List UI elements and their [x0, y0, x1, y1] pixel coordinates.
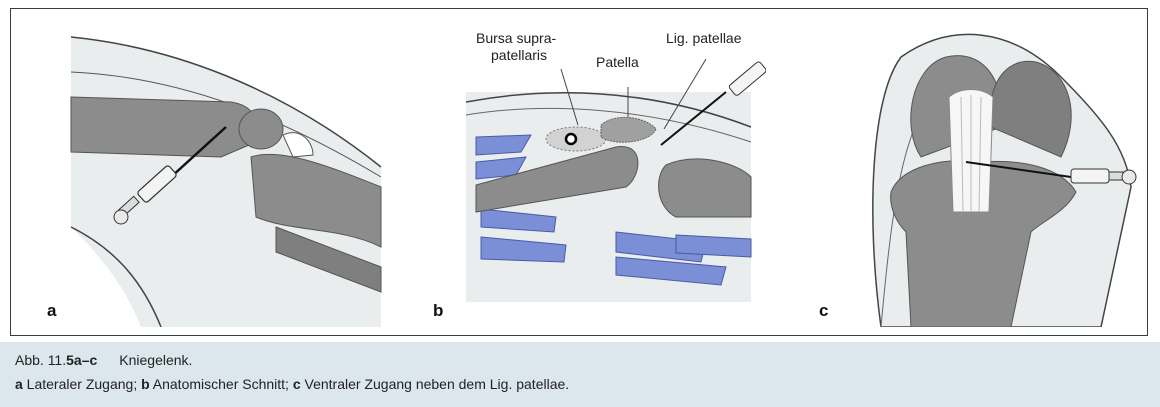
caption-item-a-text: Lateraler Zugang; [23, 376, 141, 392]
panel-b-letter: b [433, 301, 443, 321]
panel-a-letter: a [47, 301, 56, 321]
caption-item-b-letter: b [141, 376, 150, 392]
caption-title-line: Abb. 11.5a–c Kniegelenk. [15, 352, 192, 368]
label-bursa-suprapatellaris-line1: Bursa supra- [476, 31, 556, 46]
figure-frame: a Bursa supra- patellaris Patella [10, 8, 1148, 336]
label-patella: Patella [596, 55, 639, 70]
panel-c-illustration [861, 17, 1160, 327]
caption-title: Kniegelenk. [119, 352, 192, 368]
panel-a-illustration [51, 17, 391, 327]
figure-caption: Abb. 11.5a–c Kniegelenk. a Lateraler Zuga… [0, 342, 1160, 407]
caption-item-b-text: Anatomischer Schnitt; [150, 376, 293, 392]
caption-figure-number: 5a–c [66, 352, 97, 368]
caption-items-line: a Lateraler Zugang; b Anatomischer Schni… [15, 376, 569, 392]
label-lig-patellae: Lig. patellae [666, 31, 742, 46]
caption-item-a-letter: a [15, 376, 23, 392]
panel-c-ventral-approach [861, 17, 1160, 327]
panel-a-lateral-approach [51, 17, 391, 327]
panel-c-letter: c [819, 301, 828, 321]
caption-prefix: Abb. 11. [15, 352, 66, 368]
caption-item-c-text: Ventraler Zugang neben dem Lig. patellae… [301, 376, 570, 392]
label-bursa-suprapatellaris-line2: patellaris [491, 48, 547, 63]
caption-item-c-letter: c [293, 376, 301, 392]
